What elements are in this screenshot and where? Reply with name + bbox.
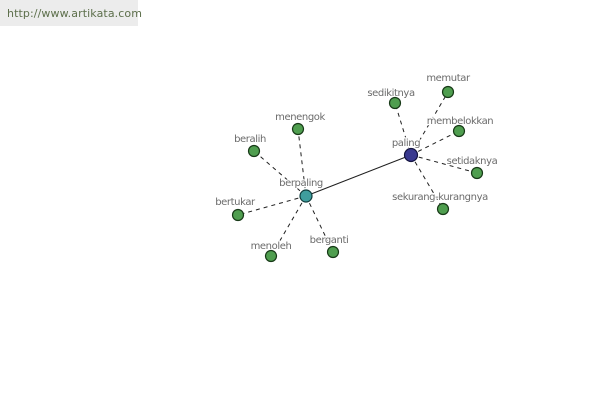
graph-edge-paling-setidaknya	[410, 154, 478, 174]
node-label-setidaknya[interactable]: setidaknya	[445, 155, 499, 169]
graph-node-berpaling[interactable]	[299, 189, 313, 203]
node-label-bertukar[interactable]: bertukar	[214, 196, 258, 210]
graph-node-memutar[interactable]	[441, 85, 455, 99]
graph-node-sekurang-kurangnya[interactable]	[436, 202, 450, 216]
graph-edge-paling-sedikitnya	[394, 102, 412, 156]
graph-node-beralih[interactable]	[247, 144, 261, 158]
node-label-menoleh[interactable]: menoleh	[249, 240, 293, 254]
node-label-berganti[interactable]: berganti	[308, 234, 350, 248]
graph-node-membelokkan[interactable]	[452, 124, 466, 138]
url-watermark: http://www.artikata.com	[0, 0, 142, 26]
graph-node-paling[interactable]	[403, 147, 419, 163]
graph-node-bertukar[interactable]	[231, 208, 245, 222]
graph-node-sedikitnya[interactable]	[388, 96, 402, 110]
graph-node-menengok[interactable]	[291, 122, 305, 136]
graph-edge-paling-sekurang-kurangnya	[410, 154, 444, 210]
graph-node-setidaknya[interactable]	[470, 166, 484, 180]
graph-node-menoleh[interactable]	[264, 249, 278, 263]
node-label-membelokkan[interactable]: membelokkan	[425, 115, 494, 129]
url-text: http://www.artikata.com	[7, 6, 143, 20]
graph-edge-berpaling-beralih	[253, 150, 307, 197]
graph-edge-berpaling-menengok	[297, 128, 307, 197]
graph-edge-berpaling-paling	[305, 154, 412, 197]
node-label-memutar[interactable]: memutar	[425, 72, 473, 86]
graph-edge-berpaling-menoleh	[270, 195, 307, 257]
node-label-paling[interactable]: paling	[391, 137, 422, 151]
node-label-sekurang-kurangnya[interactable]: sekurang-kurangnya	[391, 191, 490, 205]
node-label-berpaling[interactable]: berpaling	[278, 177, 325, 191]
node-label-menengok[interactable]: menengok	[274, 111, 327, 125]
graph-edge-paling-membelokkan	[410, 130, 460, 156]
node-label-beralih[interactable]: beralih	[233, 133, 268, 147]
graph-node-berganti[interactable]	[326, 245, 340, 259]
graph-edge-berpaling-bertukar	[237, 195, 307, 216]
graph-edge-berpaling-berganti	[305, 195, 334, 253]
node-label-sedikitnya[interactable]: sedikitnya	[366, 87, 417, 101]
